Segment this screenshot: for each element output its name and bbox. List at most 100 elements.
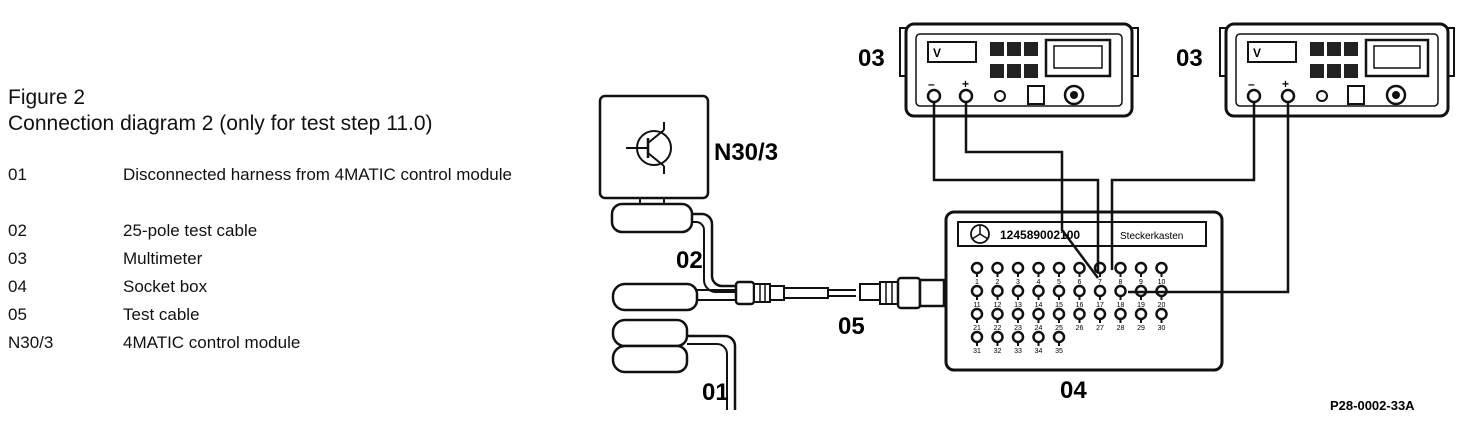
lead-right-minus	[1110, 102, 1256, 270]
socket-label: 9	[1139, 279, 1143, 286]
transistor-icon	[626, 122, 672, 174]
multimeter-right-plus-jack	[1280, 88, 1296, 104]
multimeter-left-minus-label: –	[928, 77, 935, 91]
multimeter-right-minus-jack	[1246, 88, 1262, 104]
socket-label: 7	[1098, 279, 1102, 286]
multimeter-right-plus-label: +	[1282, 77, 1289, 91]
multimeter-left-minus-jack	[926, 88, 942, 104]
socket-label: 26	[1076, 325, 1084, 332]
socket: 30	[1155, 307, 1168, 332]
socket-label: 33	[1014, 348, 1022, 355]
lead-left-minus	[932, 102, 1100, 272]
legend-code: 04	[8, 277, 27, 296]
socket: 27	[1093, 307, 1107, 332]
multimeter-left-plus-label: +	[962, 77, 969, 91]
socket-label: 18	[1117, 302, 1125, 309]
socket-box-label-plate	[957, 221, 1207, 247]
module-connector	[610, 202, 694, 234]
legend-desc: Socket box	[123, 277, 208, 296]
socket-label: 22	[994, 325, 1002, 332]
callout-04: 04	[1060, 377, 1087, 404]
harness-connector-upper	[611, 282, 699, 312]
legend-code: 01	[8, 165, 27, 184]
multimeter-left-plus-jack	[958, 88, 974, 104]
socket: 29	[1134, 307, 1148, 332]
multimeter-right-range-display	[1247, 41, 1297, 63]
multimeter-right: V – + 03	[1176, 22, 1455, 118]
socket: 1	[970, 261, 984, 286]
socket-label: 15	[1055, 302, 1063, 309]
socket: 22	[991, 307, 1004, 332]
legend-code: 03	[8, 249, 27, 268]
legend-desc: Test cable	[123, 305, 200, 324]
multimeter-left-range-display	[927, 41, 977, 63]
socket: 9	[1134, 261, 1148, 286]
socket: 35	[1052, 330, 1066, 355]
socket-label: 24	[1035, 325, 1043, 332]
socket: 8	[1114, 261, 1127, 286]
socket-label: 29	[1137, 325, 1145, 332]
socket: 21	[970, 307, 984, 332]
socket-label: 5	[1057, 279, 1061, 286]
socket: 5	[1052, 261, 1066, 286]
socket: 11	[970, 284, 984, 309]
socket-label: 32	[994, 348, 1002, 355]
multimeter-right-range-label: V	[1253, 46, 1261, 60]
socket-label: 12	[994, 302, 1002, 309]
socket-label: 19	[1137, 302, 1145, 309]
test-leads	[932, 102, 1290, 294]
figure-caption: Connection diagram 2 (only for test step…	[8, 112, 433, 135]
socket-label: 21	[973, 325, 981, 332]
multimeter-left-buttons	[990, 42, 1038, 78]
socket-box-name: Steckerkasten	[1120, 231, 1183, 242]
socket-box-part-number: 124589002100	[1000, 228, 1080, 242]
socket: 26	[1073, 307, 1086, 332]
test-cable-25-pole: 02	[676, 212, 736, 293]
callout-01: 01	[702, 379, 729, 406]
legend-desc: 25-pole test cable	[123, 221, 258, 240]
socket-label: 28	[1117, 325, 1125, 332]
cable-plug-assembly: 05	[734, 276, 946, 340]
socket: 6	[1073, 261, 1086, 286]
lead-right-plus	[1128, 102, 1290, 294]
figure-label: Figure 2	[8, 86, 86, 109]
disconnected-harness: 01	[611, 282, 737, 410]
multimeter-right-minus-label: –	[1248, 77, 1255, 91]
mercedes-star-icon	[970, 224, 990, 244]
socket: 15	[1052, 284, 1066, 309]
socket: 10	[1155, 261, 1168, 286]
socket-label: 34	[1035, 348, 1043, 355]
socket: 28	[1114, 307, 1127, 332]
socket: 18	[1114, 284, 1127, 309]
harness-connector-middle	[611, 318, 689, 348]
legend-desc: Disconnected harness from 4MATIC control…	[123, 165, 512, 184]
socket-label: 13	[1014, 302, 1022, 309]
socket-label: 31	[973, 348, 981, 355]
socket: 31	[970, 330, 984, 355]
socket-label: 20	[1158, 302, 1166, 309]
multimeter-left: V – + 03	[858, 22, 1139, 118]
socket: 14	[1032, 284, 1045, 309]
legend-code: 02	[8, 221, 27, 240]
socket: 25	[1052, 307, 1066, 332]
socket: 17	[1093, 284, 1107, 309]
socket: 34	[1032, 330, 1045, 355]
socket-label: 11	[973, 302, 980, 309]
socket-label: 27	[1096, 325, 1104, 332]
socket-label: 1	[975, 279, 979, 286]
callout-03-right: 03	[1176, 45, 1203, 72]
socket-label: 8	[1119, 279, 1123, 286]
harness-connector-lower	[611, 344, 689, 374]
socket: 16	[1073, 284, 1086, 309]
socket-label: 6	[1078, 279, 1082, 286]
socket: 2	[991, 261, 1004, 286]
multimeter-right-buttons	[1310, 42, 1358, 78]
socket-label: 14	[1035, 302, 1043, 309]
control-module-housing	[598, 94, 710, 200]
callout-n30-3: N30/3	[714, 139, 778, 166]
socket: 23	[1011, 307, 1025, 332]
multimeter-left-range-label: V	[933, 46, 941, 60]
socket-label: 10	[1158, 279, 1166, 286]
socket-label: 30	[1158, 325, 1166, 332]
